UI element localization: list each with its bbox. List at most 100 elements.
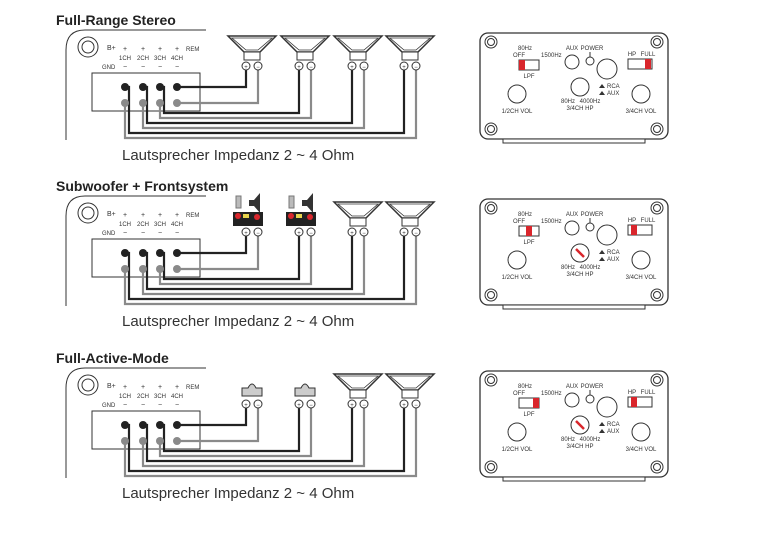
speaker-terminal-label: + <box>350 231 354 237</box>
terminal-plus-label: + <box>175 384 179 391</box>
terminal-minus-label: − <box>158 230 162 237</box>
screw-icon <box>484 460 498 474</box>
terminal-plus-label: + <box>123 384 127 391</box>
aux-jack <box>564 54 580 70</box>
speaker-terminal-label: + <box>297 403 301 409</box>
terminal-minus-label: − <box>123 230 127 237</box>
negative-wire <box>123 70 418 140</box>
speaker-magnet <box>243 51 261 61</box>
positive-wire <box>160 408 301 453</box>
positive-terminal <box>121 249 129 257</box>
screw-icon <box>484 288 498 302</box>
screw-icon <box>487 376 495 384</box>
screw-icon <box>487 204 495 212</box>
speaker-cone-inner <box>283 37 327 51</box>
speaker-terminal-label: + <box>244 65 248 71</box>
tweeter-icon <box>235 195 242 209</box>
mounting-hole-icon <box>81 206 95 220</box>
aux-label: AUX <box>566 212 578 218</box>
negative-terminal <box>173 437 181 445</box>
volume-knob-34ch <box>631 422 651 442</box>
screw-icon <box>650 373 664 387</box>
speaker-terminal-label: + <box>244 403 248 409</box>
negative-wire <box>141 408 366 468</box>
lpf-off-label: OFF <box>513 219 525 225</box>
vol12-label: 1/2CH VOL <box>502 109 533 115</box>
screw-icon <box>653 376 661 384</box>
negative-terminal <box>139 437 147 445</box>
lpf-1500hz-label: 1500Hz <box>541 219 562 225</box>
lpf-1500hz-label: 1500Hz <box>541 53 562 59</box>
hp-full-switch <box>627 396 653 408</box>
rca-label: RCA <box>607 250 620 256</box>
power-label: POWER <box>581 384 604 390</box>
gnd-label: GND <box>102 231 116 237</box>
volume-knob-34ch <box>631 84 651 104</box>
speaker-terminal-label: − <box>309 65 313 71</box>
rca-aux-input <box>596 224 618 246</box>
speaker-terminal-label: + <box>244 231 248 237</box>
speaker-terminal-label: + <box>350 65 354 71</box>
lpf-label: LPF <box>523 74 534 80</box>
hp-full-switch <box>627 224 653 236</box>
terminal-minus-label: − <box>123 64 127 71</box>
mounting-hole-icon <box>81 378 95 392</box>
terminal-plus-label: + <box>158 384 162 391</box>
screw-icon <box>650 201 664 215</box>
positive-terminal <box>121 421 129 429</box>
screw-icon <box>653 125 661 133</box>
woofer-speaker-icon: +− <box>332 35 384 71</box>
speaker-terminal-label: + <box>350 403 354 409</box>
terminal-plus-label: + <box>158 46 162 53</box>
mounting-hole-icon <box>81 40 95 54</box>
crossover-component <box>243 214 249 218</box>
channel-label: 1CH <box>119 222 131 228</box>
positive-wire <box>177 236 248 255</box>
tweeter-icon <box>288 195 295 209</box>
terminal-minus-label: − <box>158 402 162 409</box>
woofer-speaker-icon: +− <box>384 373 436 409</box>
positive-terminal <box>156 83 164 91</box>
hp-full-switch-handle <box>631 225 637 235</box>
speaker-terminal-label: + <box>297 65 301 71</box>
rca-label: RCA <box>607 84 620 90</box>
channel-label: 3CH <box>154 394 166 400</box>
plus-terminal-icon <box>241 399 251 409</box>
speaker-terminal-label: − <box>414 65 418 71</box>
terminal-plus-label: + <box>123 46 127 53</box>
hp-frequency-knob <box>570 77 590 97</box>
terminal-minus-label: − <box>141 230 145 237</box>
terminal-plus-label: + <box>175 46 179 53</box>
terminal-minus-label: − <box>175 402 179 409</box>
speaker-magnet <box>296 51 314 61</box>
negative-wire <box>123 236 418 306</box>
terminal-minus-label: − <box>141 64 145 71</box>
speaker-cone-inner <box>230 37 274 51</box>
speaker-terminal-label: − <box>256 231 260 237</box>
positive-wire <box>143 408 354 463</box>
speaker-terminal-label: − <box>414 231 418 237</box>
crossover-component <box>235 213 241 219</box>
volume-knob-12ch <box>507 422 527 442</box>
negative-wire <box>141 236 366 296</box>
negative-terminal <box>139 265 147 273</box>
minus-terminal-icon <box>253 61 263 71</box>
speaker-terminal-label: − <box>309 231 313 237</box>
amplifier-outline <box>65 29 206 140</box>
terminal-minus-label: − <box>158 64 162 71</box>
full-label: FULL <box>641 52 656 58</box>
terminal-plus-label: + <box>175 212 179 219</box>
positive-wire <box>143 70 354 125</box>
screw-icon <box>484 35 498 49</box>
speaker-cone-inner <box>336 375 380 389</box>
bplus-label: B+ <box>107 211 116 218</box>
speaker-magnet <box>349 389 367 399</box>
channel-label: 2CH <box>137 222 149 228</box>
hp-label: HP <box>628 218 636 224</box>
speaker-terminal-label: − <box>256 65 260 71</box>
amplifier-outline <box>65 367 206 478</box>
channel-label: 3CH <box>154 56 166 62</box>
speaker-terminal-label: − <box>256 403 260 409</box>
vol34-label: 3/4CH VOL <box>626 109 657 115</box>
